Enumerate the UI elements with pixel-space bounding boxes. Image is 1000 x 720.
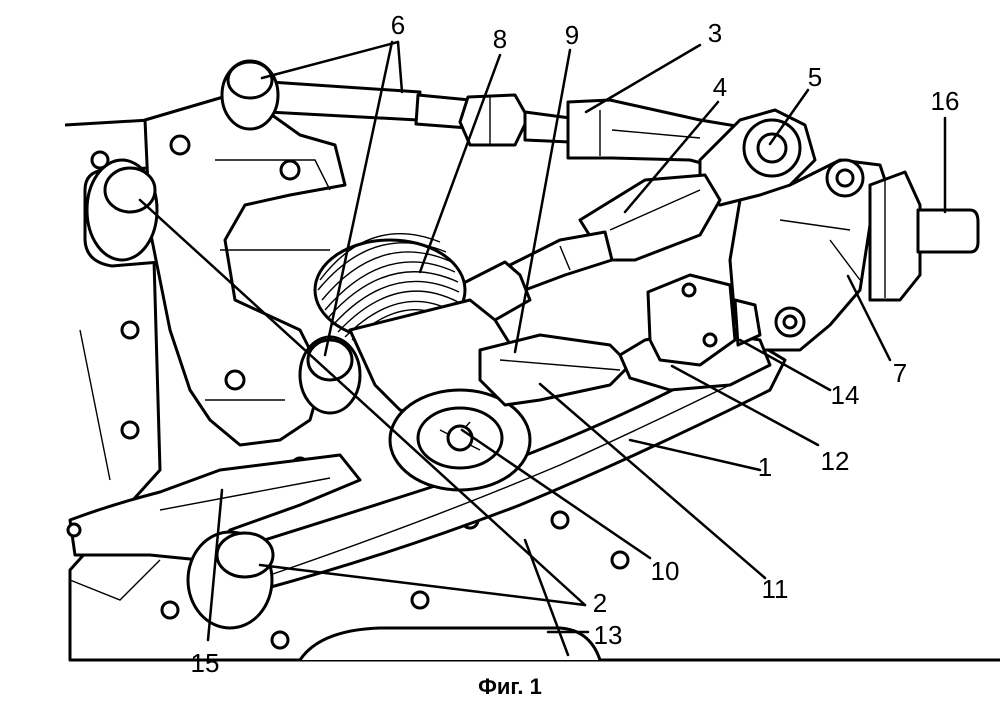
callout-4: 4 [713,72,727,102]
callout-15: 15 [191,648,220,678]
callout-7: 7 [893,358,907,388]
callout-2: 2 [593,588,607,618]
shaft-16 [870,172,978,300]
rod-4 [510,175,720,290]
callout-12: 12 [821,446,850,476]
callout-6: 6 [391,10,405,40]
roller-2-bottom [188,532,273,628]
callout-13: 13 [594,620,623,650]
callout-11: 11 [762,574,789,604]
callout-16: 16 [931,86,960,116]
callout-14: 14 [831,380,860,410]
rod-3-link [268,82,770,172]
lever-11 [480,335,630,405]
callout-5: 5 [808,62,822,92]
callout-3: 3 [708,18,722,48]
roller-6-top [222,61,278,129]
callout-8: 8 [493,24,507,54]
callout-1: 1 [758,452,772,482]
roller-6-bottom [300,337,360,413]
callout-10: 10 [651,556,680,586]
roller-left [87,160,157,260]
figure-caption: Фиг. 1 [478,674,542,699]
callout-9: 9 [565,20,579,50]
